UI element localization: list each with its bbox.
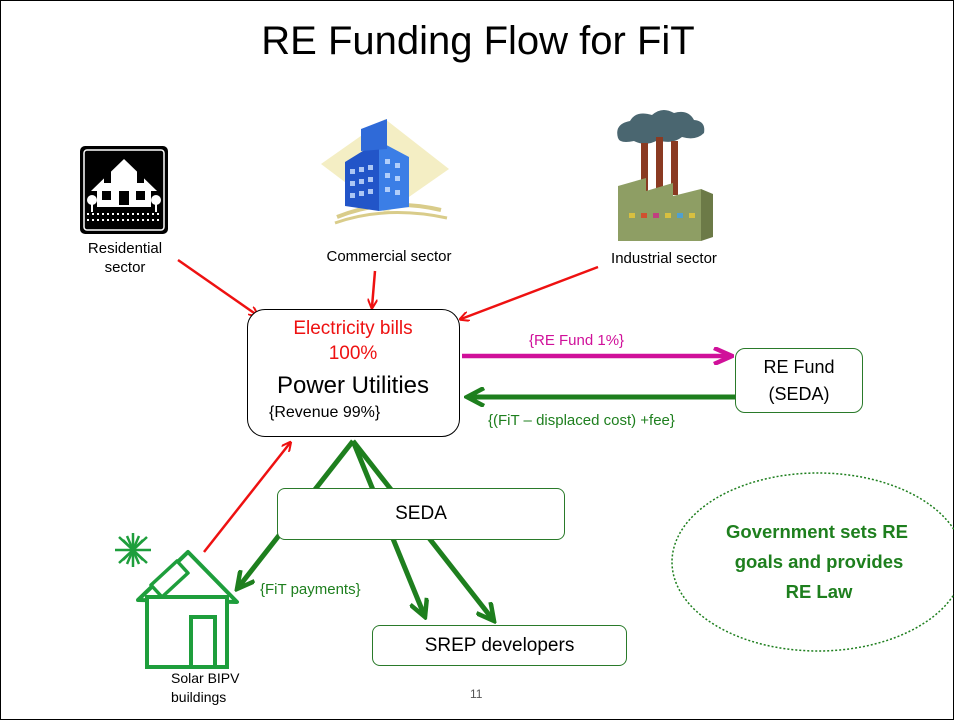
power-utilities-box: Electricity bills 100% Power Utilities {… xyxy=(247,309,460,437)
government-text: Government sets RE goals and provides RE… xyxy=(677,517,954,607)
industrial-label: Industrial sector xyxy=(611,250,717,267)
solar-house-icon xyxy=(115,533,239,669)
seda-label: SEDA xyxy=(395,503,447,524)
commercial-building-icon xyxy=(321,119,449,225)
government-line3: RE Law xyxy=(785,581,853,602)
srep-developers-box: SREP developers xyxy=(372,625,627,666)
power-utilities-name: Power Utilities xyxy=(276,372,430,399)
re-fund-line1: RE Fund xyxy=(763,357,835,377)
solar-bipv-line1: Solar BIPV xyxy=(171,670,240,686)
residential-label-line2: sector xyxy=(104,259,146,276)
government-line1: Government sets RE xyxy=(726,521,908,542)
government-line2: goals and provides xyxy=(734,551,904,572)
solar-bipv-line2: buildings xyxy=(171,689,227,705)
electricity-bills-label: Electricity bills xyxy=(293,318,413,339)
residential-label-line1: Residential xyxy=(87,240,163,257)
commercial-flow-arrow xyxy=(372,270,375,307)
government-ellipse xyxy=(671,472,954,652)
slide-title: RE Funding Flow for FiT xyxy=(261,19,695,63)
industrial-flow-arrow xyxy=(461,265,599,319)
re-fund-box: RE Fund (SEDA) xyxy=(735,348,863,413)
revenue-label: {Revenue 99%} xyxy=(269,404,381,421)
seda-box: SEDA xyxy=(277,488,565,540)
page-number: 11 xyxy=(470,687,483,701)
residential-flow-arrow xyxy=(177,258,257,315)
fit-displaced-label: {(FiT – displaced cost) +fee} xyxy=(488,412,675,429)
re-fund-percent-label: {RE Fund 1%} xyxy=(529,332,625,349)
solar-to-utilities-arrow xyxy=(203,443,290,553)
electricity-bills-percent: 100% xyxy=(328,343,378,364)
fit-payments-label: {FiT payments} xyxy=(260,581,361,598)
solar-bipv-label: Solar BIPV buildings xyxy=(171,669,271,707)
re-fund-line2: (SEDA) xyxy=(768,384,830,404)
commercial-label: Commercial sector xyxy=(326,248,452,265)
residential-label: Residential sector xyxy=(77,239,173,277)
industrial-factory-icon xyxy=(617,109,713,241)
residential-house-icon xyxy=(80,146,168,234)
srep-developers-label: SREP developers xyxy=(424,635,575,656)
